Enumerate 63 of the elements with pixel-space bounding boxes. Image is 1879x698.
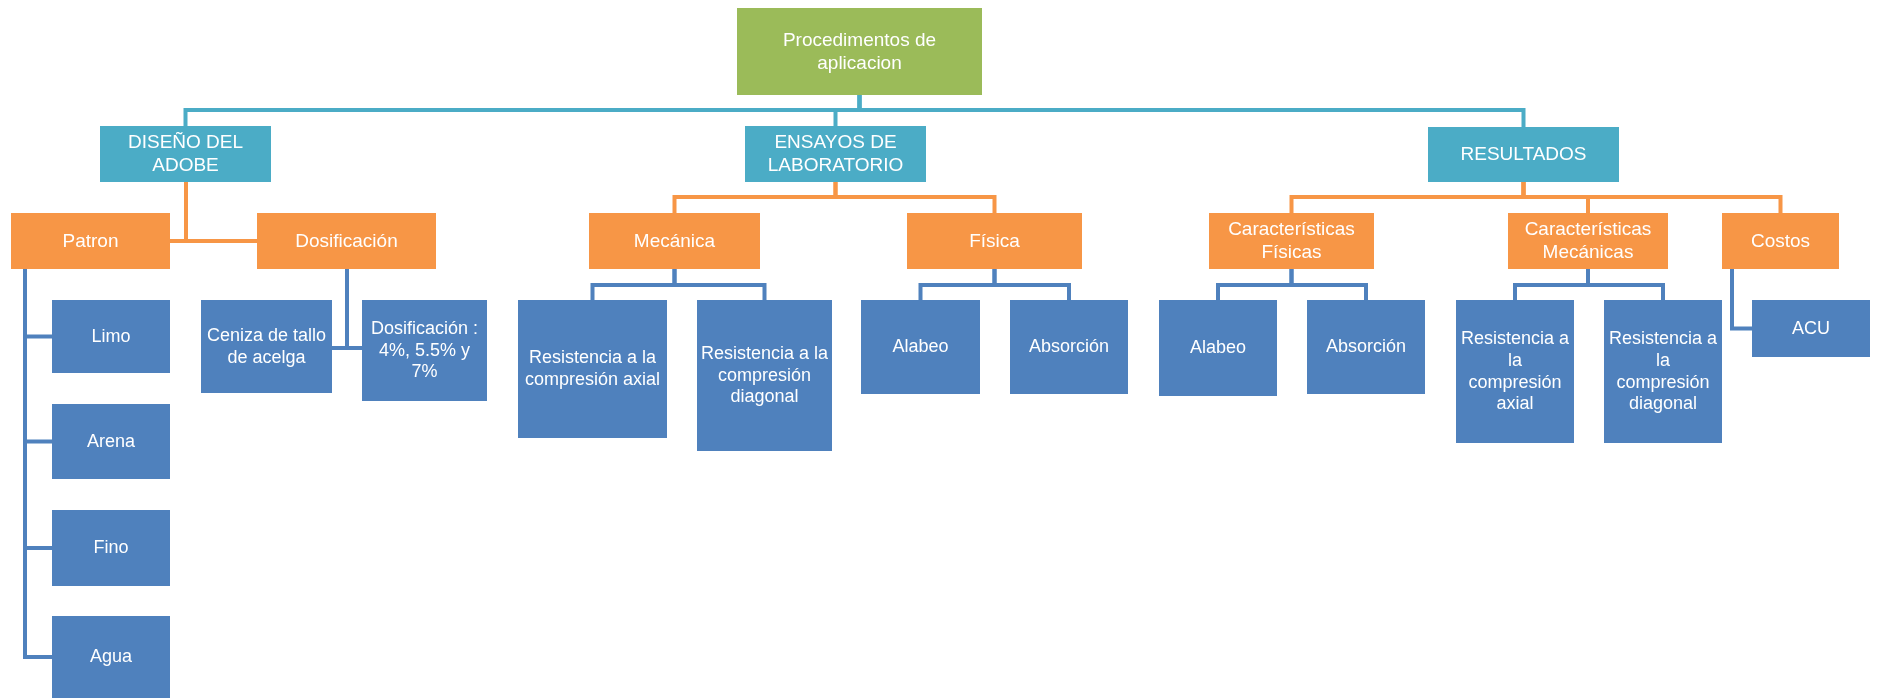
item-box: [1159, 300, 1277, 396]
item-box: [1010, 300, 1128, 394]
node-label: Costos: [1750, 229, 1811, 253]
item-box: [52, 300, 170, 373]
item-box: [362, 300, 487, 401]
node-label: Dosificación: [295, 229, 398, 253]
item-box: [201, 300, 332, 393]
node-label: RESULTADOS: [1460, 143, 1587, 166]
node-label: ACU: [1792, 317, 1830, 340]
connector-line: [23, 269, 52, 659]
subcategory-box: [11, 213, 170, 269]
category-box: [1428, 127, 1619, 182]
item-box: [1752, 300, 1870, 357]
category-box: [100, 126, 271, 182]
item-box: [1307, 300, 1425, 394]
subcategory-box: [257, 213, 436, 269]
subcategory-box: [1508, 213, 1668, 269]
subcategory-box: [907, 213, 1082, 269]
connector-line: [184, 182, 257, 243]
node-label: Procedimentos de aplicacion: [781, 28, 938, 75]
item-box: [861, 300, 980, 394]
item-box: [518, 300, 667, 438]
node-label: DISEÑO DEL ADOBE: [126, 131, 245, 177]
connector-line: [1730, 269, 1752, 331]
node-label: Ceniza de tallo de acelga: [205, 324, 328, 369]
connector-line: [672, 269, 767, 300]
node-label: Agua: [89, 646, 132, 668]
item-box: [52, 404, 170, 479]
node-label: Características Físicas: [1227, 218, 1356, 264]
node-label: Resistencia a la compresión axial: [523, 347, 662, 391]
connector-line: [857, 95, 1526, 127]
node-label: Arena: [86, 430, 135, 453]
node-label: ENSAYOS DE LABORATORIO: [766, 131, 905, 177]
connector-line: [833, 182, 997, 213]
category-box: [745, 126, 926, 182]
connector-line: [345, 269, 362, 350]
node-label: Absorción: [1028, 336, 1109, 358]
node-label: Fino: [93, 537, 129, 559]
node-label: Absorción: [1325, 336, 1406, 358]
item-box: [52, 616, 170, 698]
node-label: Dosificación : 4%, 5.5% y 7%: [369, 318, 479, 383]
connector-line: [992, 269, 1071, 300]
subcategory-box: [589, 213, 760, 269]
node-label: Limo: [91, 325, 131, 348]
item-box: [52, 510, 170, 586]
node-label: Física: [969, 229, 1020, 253]
node-label: Patron: [62, 229, 119, 253]
node-label: Alabeo: [892, 336, 949, 358]
node-label: Resistencia a la compresión axial: [1459, 328, 1571, 415]
connector-line: [1521, 182, 1783, 213]
connector-line: [1586, 269, 1665, 300]
item-box: [1456, 300, 1574, 443]
node-label: Resistencia a la compresión diagonal: [1607, 328, 1719, 415]
item-box: [1604, 300, 1722, 443]
node-label: Resistencia a la compresión diagonal: [700, 343, 829, 408]
node-label: Características Mecánicas: [1523, 218, 1653, 264]
root-box: [737, 8, 982, 95]
node-label: Mecánica: [633, 229, 716, 253]
subcategory-box: [1209, 213, 1374, 269]
item-box: [697, 300, 832, 451]
node-label: Alabeo: [1189, 337, 1247, 359]
subcategory-box: [1722, 213, 1839, 269]
connector-line: [1289, 269, 1368, 300]
